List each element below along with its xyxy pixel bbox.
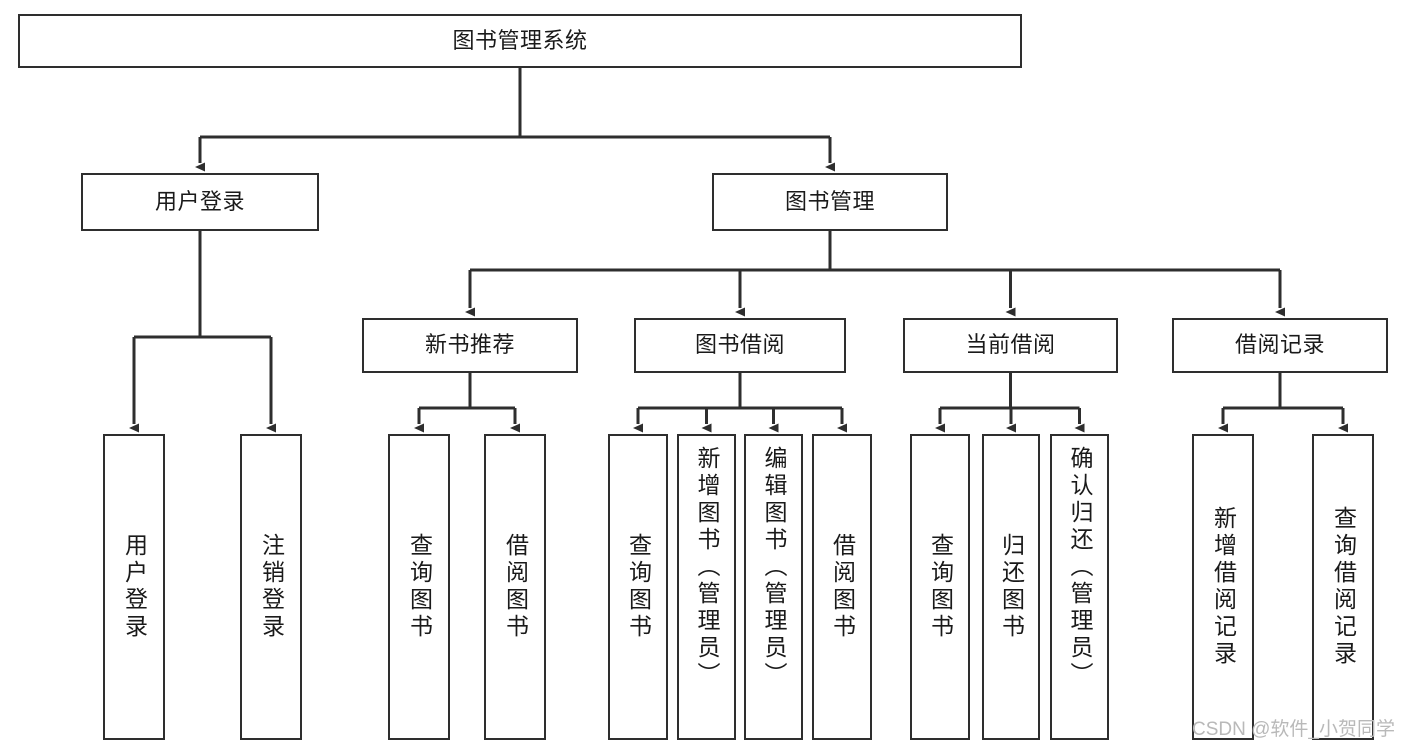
- node-root[interactable]: 图书管理系统: [18, 14, 1022, 68]
- node-current[interactable]: 当前借阅: [903, 318, 1118, 373]
- node-label: 查询图书: [406, 533, 433, 641]
- node-c3[interactable]: 确认归还（管理员）: [1050, 434, 1109, 740]
- node-label: 查询图书: [927, 533, 954, 641]
- node-n2[interactable]: 借阅图书: [484, 434, 546, 740]
- node-label: 编辑图书（管理员）: [761, 446, 787, 689]
- node-label: 图书借阅: [694, 332, 785, 358]
- node-label: 图书管理系统: [452, 27, 588, 53]
- node-label: 确认归还（管理员）: [1067, 446, 1093, 689]
- node-label: 当前借阅: [965, 332, 1056, 358]
- node-b3[interactable]: 编辑图书（管理员）: [744, 434, 803, 740]
- node-label: 新增图书（管理员）: [694, 446, 720, 689]
- node-l2[interactable]: 注销登录: [240, 434, 302, 740]
- node-label: 借阅图书: [502, 533, 529, 641]
- node-label: 图书管理: [784, 188, 875, 214]
- node-borrow[interactable]: 图书借阅: [634, 318, 846, 373]
- node-label: 新书推荐: [424, 332, 515, 358]
- node-label: 用户登录: [121, 533, 148, 641]
- node-label: 归还图书: [998, 533, 1025, 641]
- node-newbook[interactable]: 新书推荐: [362, 318, 578, 373]
- node-label: 新增借阅记录: [1210, 506, 1237, 668]
- node-n1[interactable]: 查询图书: [388, 434, 450, 740]
- node-r1[interactable]: 新增借阅记录: [1192, 434, 1254, 740]
- node-label: 查询借阅记录: [1330, 506, 1357, 668]
- node-l1[interactable]: 用户登录: [103, 434, 165, 740]
- edge-group: [129, 68, 1348, 433]
- node-login[interactable]: 用户登录: [81, 173, 319, 231]
- node-label: 注销登录: [258, 533, 285, 641]
- node-label: 借阅图书: [829, 533, 856, 641]
- node-c1[interactable]: 查询图书: [910, 434, 970, 740]
- node-b2[interactable]: 新增图书（管理员）: [677, 434, 736, 740]
- node-b1[interactable]: 查询图书: [608, 434, 668, 740]
- node-c2[interactable]: 归还图书: [982, 434, 1040, 740]
- node-bookmgmt[interactable]: 图书管理: [712, 173, 948, 231]
- node-label: 查询图书: [625, 533, 652, 641]
- node-label: 借阅记录: [1234, 332, 1325, 358]
- node-b4[interactable]: 借阅图书: [812, 434, 872, 740]
- node-label: 用户登录: [154, 188, 245, 214]
- node-r2[interactable]: 查询借阅记录: [1312, 434, 1374, 740]
- node-records[interactable]: 借阅记录: [1172, 318, 1388, 373]
